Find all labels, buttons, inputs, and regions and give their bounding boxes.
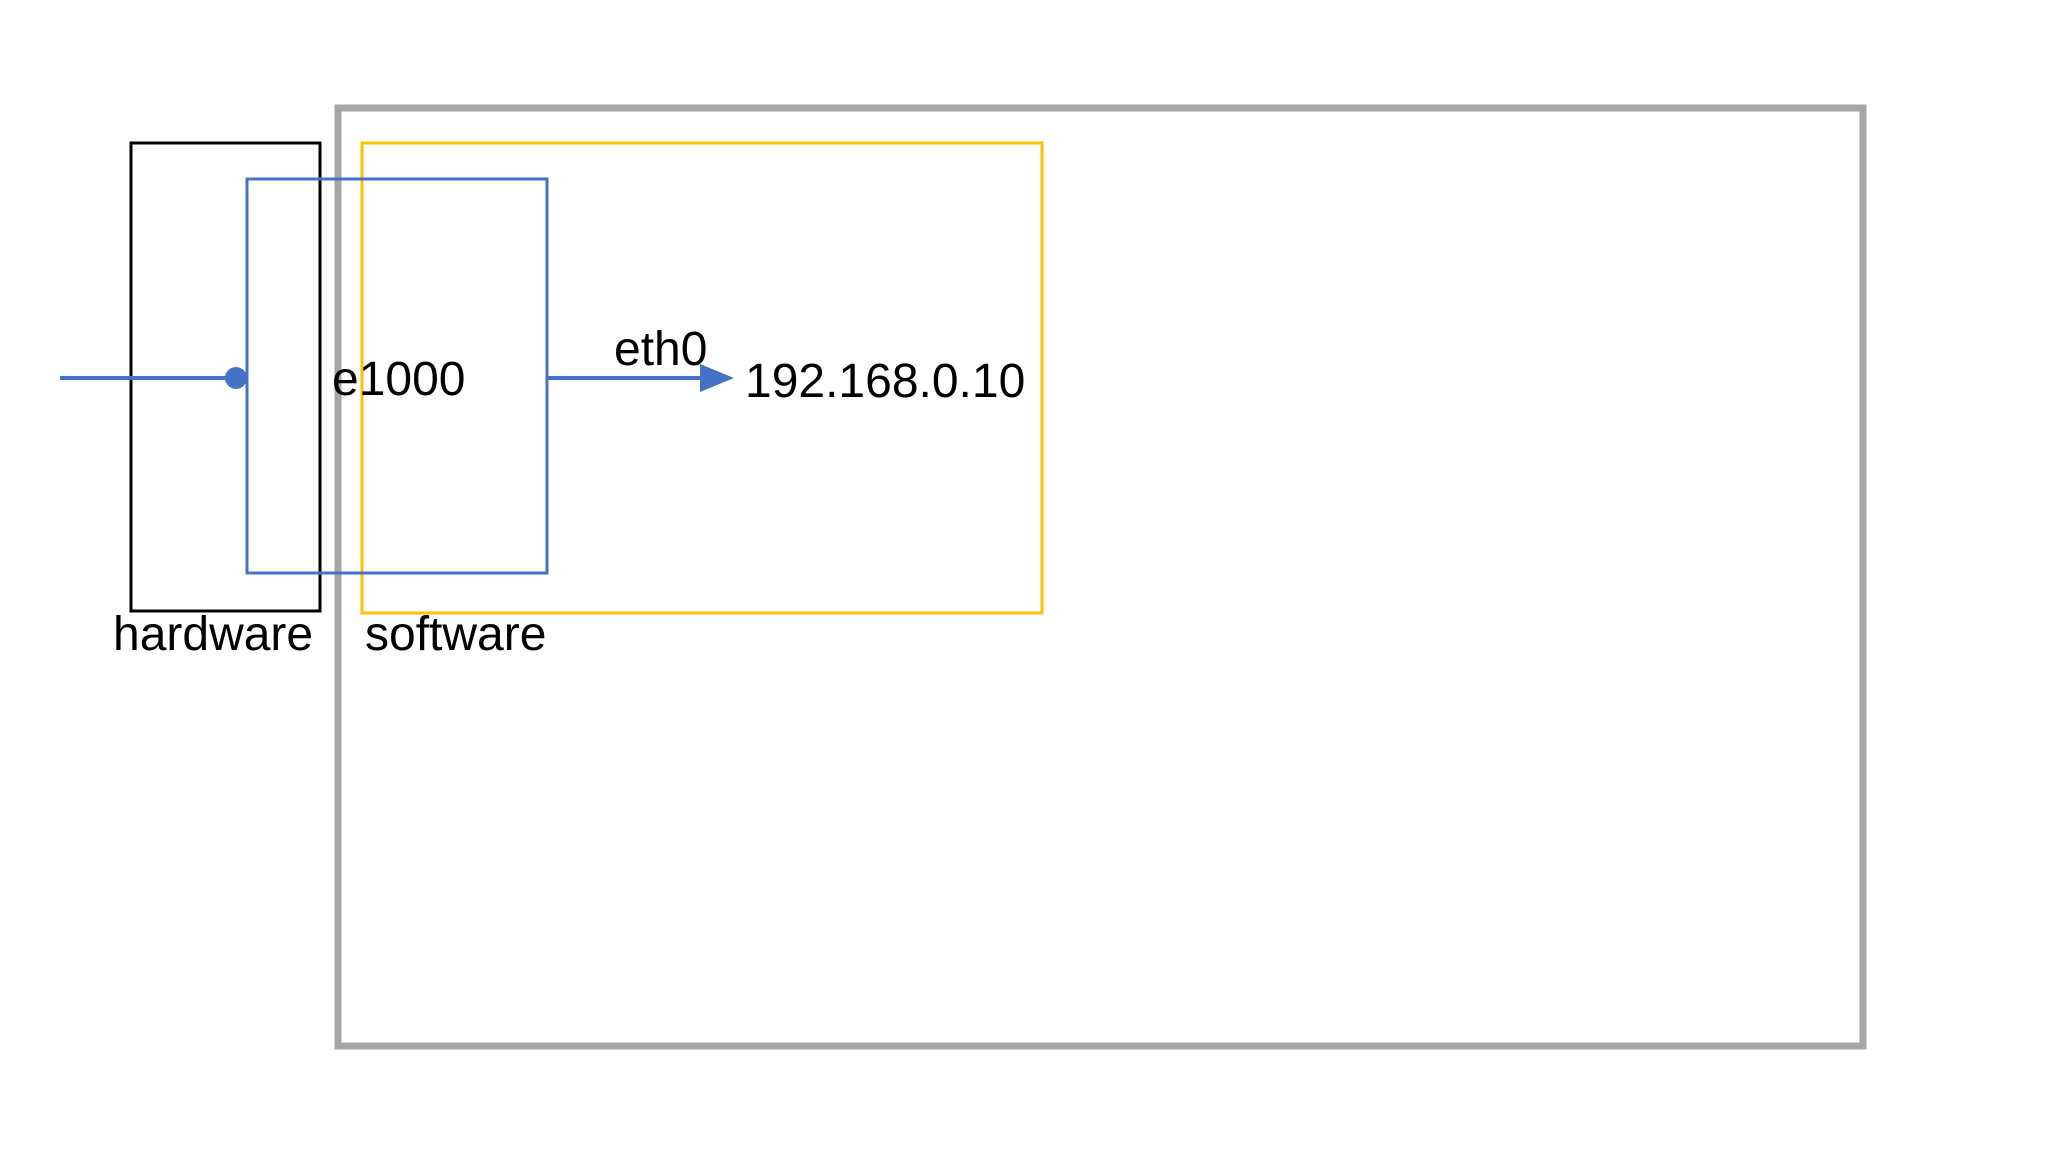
interface-label: eth0	[614, 323, 707, 376]
eth0-arrow-head	[700, 364, 734, 392]
host-machine-box	[334, 104, 1867, 1050]
software-box	[360, 141, 1044, 615]
ip-address-label: 192.168.0.10	[745, 355, 1025, 408]
software-label: software	[365, 608, 546, 661]
link-endpoint-dot	[225, 367, 247, 389]
nic-label: e1000	[332, 353, 465, 406]
hardware-label: hardware	[113, 608, 313, 661]
